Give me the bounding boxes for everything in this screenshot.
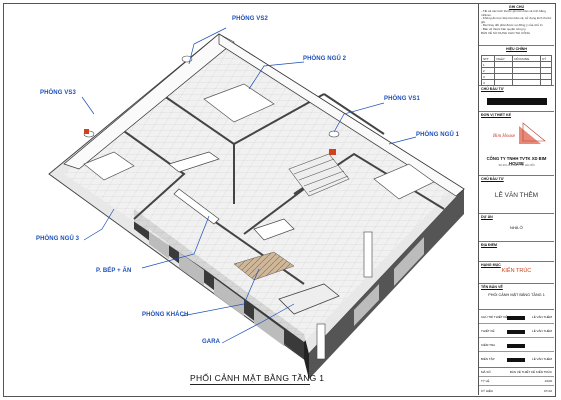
floor-plan-perspective (4, 4, 474, 394)
drawing-caption: PHỐI CẢNH MẶT BẰNG TẦNG 1 (190, 373, 325, 383)
project-label: DỰ ÁN (481, 215, 493, 219)
logo-text: Bim House (493, 134, 516, 139)
redacted-block (507, 358, 525, 362)
label-phong-ngu-3: PHÒNG NGỦ 3 (36, 236, 80, 242)
footer-section: MÃ SỐ BẢN VẼ THIẾT KẾ KIẾN TRÚC TỶ LỆ 1/… (479, 368, 554, 395)
drawing-name-section: TÊN BẢN VẼ PHỐI CẢNH MẶT BẰNG TẦNG 1 (479, 284, 554, 310)
label-phong-ngu-2: PHÒNG NGỦ 2 (303, 56, 347, 62)
note-line: - Mọi thay đổi phải được sự đồng ý của c… (481, 23, 544, 28)
sign-row: BIÊN TẬP LÊ VĂN THÊM (479, 352, 554, 366)
footer-row: MÃ SỐ BẢN VẼ THIẾT KẾ KIẾN TRÚC (479, 368, 554, 377)
category-label: HẠNG MỤC (481, 263, 501, 267)
category-section: HẠNG MỤC KIẾN TRÚC (479, 262, 554, 284)
note-line: - Không đo trực tiếp trên bản vẽ, sử dụn… (481, 16, 552, 24)
owner-section: CHỦ ĐẦU TƯ (479, 86, 554, 112)
signature-section: CHỦ TRÌ THIẾT KẾ LÊ VĂN THÊM THIẾT KẾ LÊ… (479, 310, 554, 368)
drawing-name: PHỐI CẢNH MẶT BẰNG TẦNG 1 (488, 293, 545, 297)
revision-table: STT NGÀY NỘI DUNG KÝ 1 2 3 4 (480, 55, 552, 86)
note-line: BẢN VẼ SỬ DỤNG CHO THI CÔNG (481, 30, 531, 35)
note-line: - Bản vẽ thuộc bản quyền công ty. (481, 26, 527, 31)
client-name: LÊ VĂN THÊM (494, 192, 539, 199)
company-name: CÔNG TY TNHH TVTK XD BIM HOUSE (486, 156, 547, 166)
caption-underline (190, 384, 310, 385)
footer-row: KÝ HIỆU KT-02 (479, 386, 554, 395)
sign-role: THIẾT KẾ (481, 328, 495, 333)
company-address: Số 26 LÔ 2 KĐT, TP. HÀ NỘI (498, 163, 535, 167)
redacted-block (507, 330, 525, 334)
label-phong-khach: PHÒNG KHÁCH (142, 312, 189, 318)
sign-name: LÊ VĂN THÊM (532, 328, 552, 333)
footer-key: KÝ HIỆU (481, 388, 494, 393)
note-line: - Tất cả các kích thước ghi trên bản vẽ … (481, 9, 546, 17)
sign-row: KIỂM TRA (479, 338, 554, 352)
sign-name: LÊ VĂN THÊM (532, 314, 552, 319)
isometric-drawing (48, 27, 465, 379)
sign-row: CHỦ TRÌ THIẾT KẾ LÊ VĂN THÊM (479, 310, 554, 324)
sign-role: BIÊN TẬP (481, 357, 495, 361)
label-phong-ngu-1: PHÒNG NGỦ 1 (416, 132, 460, 138)
label-phong-vs2: PHÒNG VS2 (232, 16, 268, 22)
project-name: NHÀ Ở (510, 225, 523, 230)
company-section: ĐƠN VỊ THIẾT KẾ Bim House CÔNG TY TNHH T… (479, 112, 554, 176)
footer-key: MÃ SỐ (481, 370, 491, 374)
label-gara: GARA (202, 339, 221, 345)
sign-name: LÊ VĂN THÊM (532, 357, 552, 361)
address-label: ĐỊA ĐIỂM (481, 243, 498, 247)
revision-header: HIỆU CHỈNH (506, 47, 527, 51)
owner-label: CHỦ ĐẦU TƯ (481, 87, 504, 91)
redacted-block (507, 344, 525, 348)
label-phong-vs1: PHÒNG VS1 (384, 96, 420, 102)
notes-section: GHI CHÚ - Tất cả các kích thước ghi trên… (479, 4, 554, 46)
redacted-block (487, 98, 547, 105)
footer-key: TỶ LỆ (481, 379, 490, 383)
sign-role: CHỦ TRÌ THIẾT KẾ (481, 314, 508, 319)
sign-role: KIỂM TRA (481, 342, 496, 347)
client-section: CHỦ ĐẦU TƯ LÊ VĂN THÊM (479, 176, 554, 214)
design-label: ĐƠN VỊ THIẾT KẾ (481, 113, 512, 117)
redacted-block (507, 316, 525, 320)
rev-row: 4 (480, 79, 496, 86)
footer-val: BẢN VẼ THIẾT KẾ KIẾN TRÚC (509, 370, 552, 374)
footer-val: 1/100 (544, 379, 552, 383)
category-value: KIẾN TRÚC (501, 268, 532, 274)
label-bep-an: P. BẾP + ĂN (96, 268, 132, 274)
footer-val: KT-02 (543, 388, 552, 393)
footer-row: TỶ LỆ 1/100 (479, 377, 554, 386)
revision-section: HIỆU CHỈNH STT NGÀY NỘI DUNG KÝ 1 2 3 4 (479, 46, 554, 86)
address-section: ĐỊA ĐIỂM (479, 242, 554, 262)
title-block: GHI CHÚ - Tất cả các kích thước ghi trên… (478, 4, 554, 395)
label-phong-vs3: PHÒNG VS3 (40, 90, 76, 96)
sign-row: THIẾT KẾ LÊ VĂN THÊM (479, 324, 554, 338)
company-logo (519, 122, 546, 144)
notes-header: GHI CHÚ (508, 5, 525, 9)
project-section: DỰ ÁN NHÀ Ở (479, 214, 554, 242)
client-label: CHỦ ĐẦU TƯ (481, 177, 504, 181)
drawing-label: TÊN BẢN VẼ (481, 285, 503, 289)
